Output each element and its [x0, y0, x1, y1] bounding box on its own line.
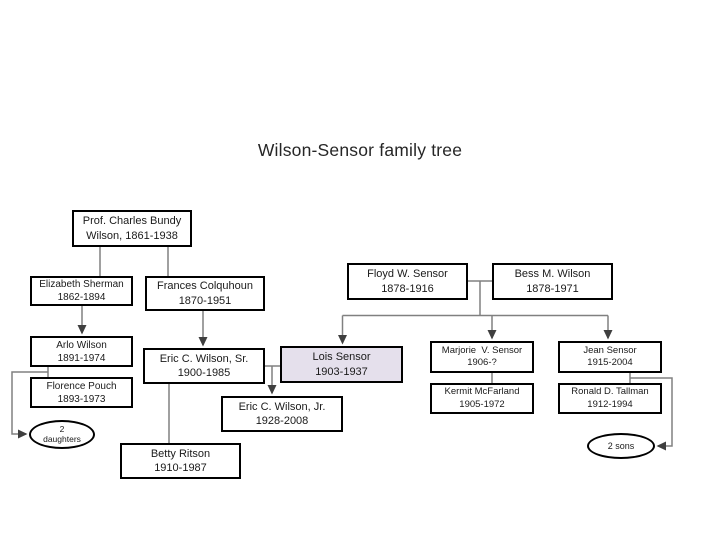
person-name: Jean Sensor [583, 344, 637, 356]
group-count: 2 [59, 423, 65, 434]
slide-title: Wilson-Sensor family tree [257, 140, 463, 160]
person-dates: Wilson, 1861-1938 [86, 229, 178, 242]
person-dates: 1910-1987 [154, 462, 207, 474]
person-name: Ronald D. Tallman [571, 386, 649, 398]
person-name: Marjorie V. Sensor [441, 344, 523, 356]
person-name: Bess M. Wilson [514, 268, 591, 281]
person-name: Betty Ritson [150, 447, 211, 460]
person-name: Florence Pouch [46, 380, 117, 392]
person-dates: 1915-2004 [587, 357, 633, 368]
person-dates: 1900-1985 [177, 367, 231, 379]
person-box-florence: Florence Pouch 1893-1973 [30, 377, 133, 408]
arrow-arlo-florence-daughters [11, 371, 48, 439]
person-name: Lois Sensor [312, 351, 371, 364]
person-name: Elizabeth Sherman [39, 279, 124, 290]
person-box-marjorie: Marjorie V. Sensor 1906-? [430, 341, 534, 373]
person-box-bess: Bess M. Wilson 1878-1971 [492, 263, 613, 300]
person-box-ericsr: Eric C. Wilson, Sr. 1900-1985 [143, 348, 265, 384]
arrow-jean-ronald-sons [630, 377, 673, 451]
person-dates: 1912-1994 [587, 398, 633, 410]
person-dates: 1870-1951 [178, 294, 232, 307]
person-name: Kermit McFarland [444, 386, 520, 398]
person-dates: 1878-1916 [381, 282, 434, 295]
person-dates: 1862-1894 [57, 292, 106, 303]
person-dates: 1878-1971 [526, 282, 579, 295]
group-ellipse-daughters: 2 daughters [29, 420, 95, 449]
person-dates: 1928-2008 [255, 415, 309, 427]
person-box-jean: Jean Sensor 1915-2004 [558, 341, 662, 373]
person-box-floyd: Floyd W. Sensor 1878-1916 [347, 263, 468, 300]
person-box-elizabeth: Elizabeth Sherman 1862-1894 [30, 276, 133, 306]
person-dates: 1893-1973 [57, 393, 106, 405]
person-name: Eric C. Wilson, Sr. [159, 352, 249, 365]
group-label: daughters [43, 433, 81, 444]
person-dates: 1903-1937 [315, 365, 368, 378]
person-name: Arlo Wilson [56, 339, 107, 351]
person-dates: 1906-? [467, 357, 497, 368]
person-dates: 1905-1972 [459, 398, 505, 410]
person-box-arlo: Arlo Wilson 1891-1974 [30, 336, 133, 367]
person-box-ronald: Ronald D. Tallman 1912-1994 [558, 383, 662, 414]
person-name: Floyd W. Sensor [367, 268, 448, 281]
person-name: Prof. Charles Bundy [82, 215, 182, 228]
group-ellipse-sons: 2 sons [587, 433, 655, 459]
person-name: Eric C. Wilson, Jr. [238, 400, 326, 413]
person-name: Frances Colquhoun [156, 280, 253, 293]
person-box-betty: Betty Ritson 1910-1987 [120, 443, 241, 479]
person-box-charles: Prof. Charles Bundy Wilson, 1861-1938 [72, 210, 192, 247]
group-label: 2 sons [607, 440, 635, 451]
person-box-ericjr: Eric C. Wilson, Jr. 1928-2008 [221, 396, 343, 432]
person-box-lois: Lois Sensor 1903-1937 [280, 346, 403, 383]
person-box-frances: Frances Colquhoun 1870-1951 [145, 276, 265, 311]
person-dates: 1891-1974 [57, 352, 106, 364]
person-box-kermit: Kermit McFarland 1905-1972 [430, 383, 534, 414]
